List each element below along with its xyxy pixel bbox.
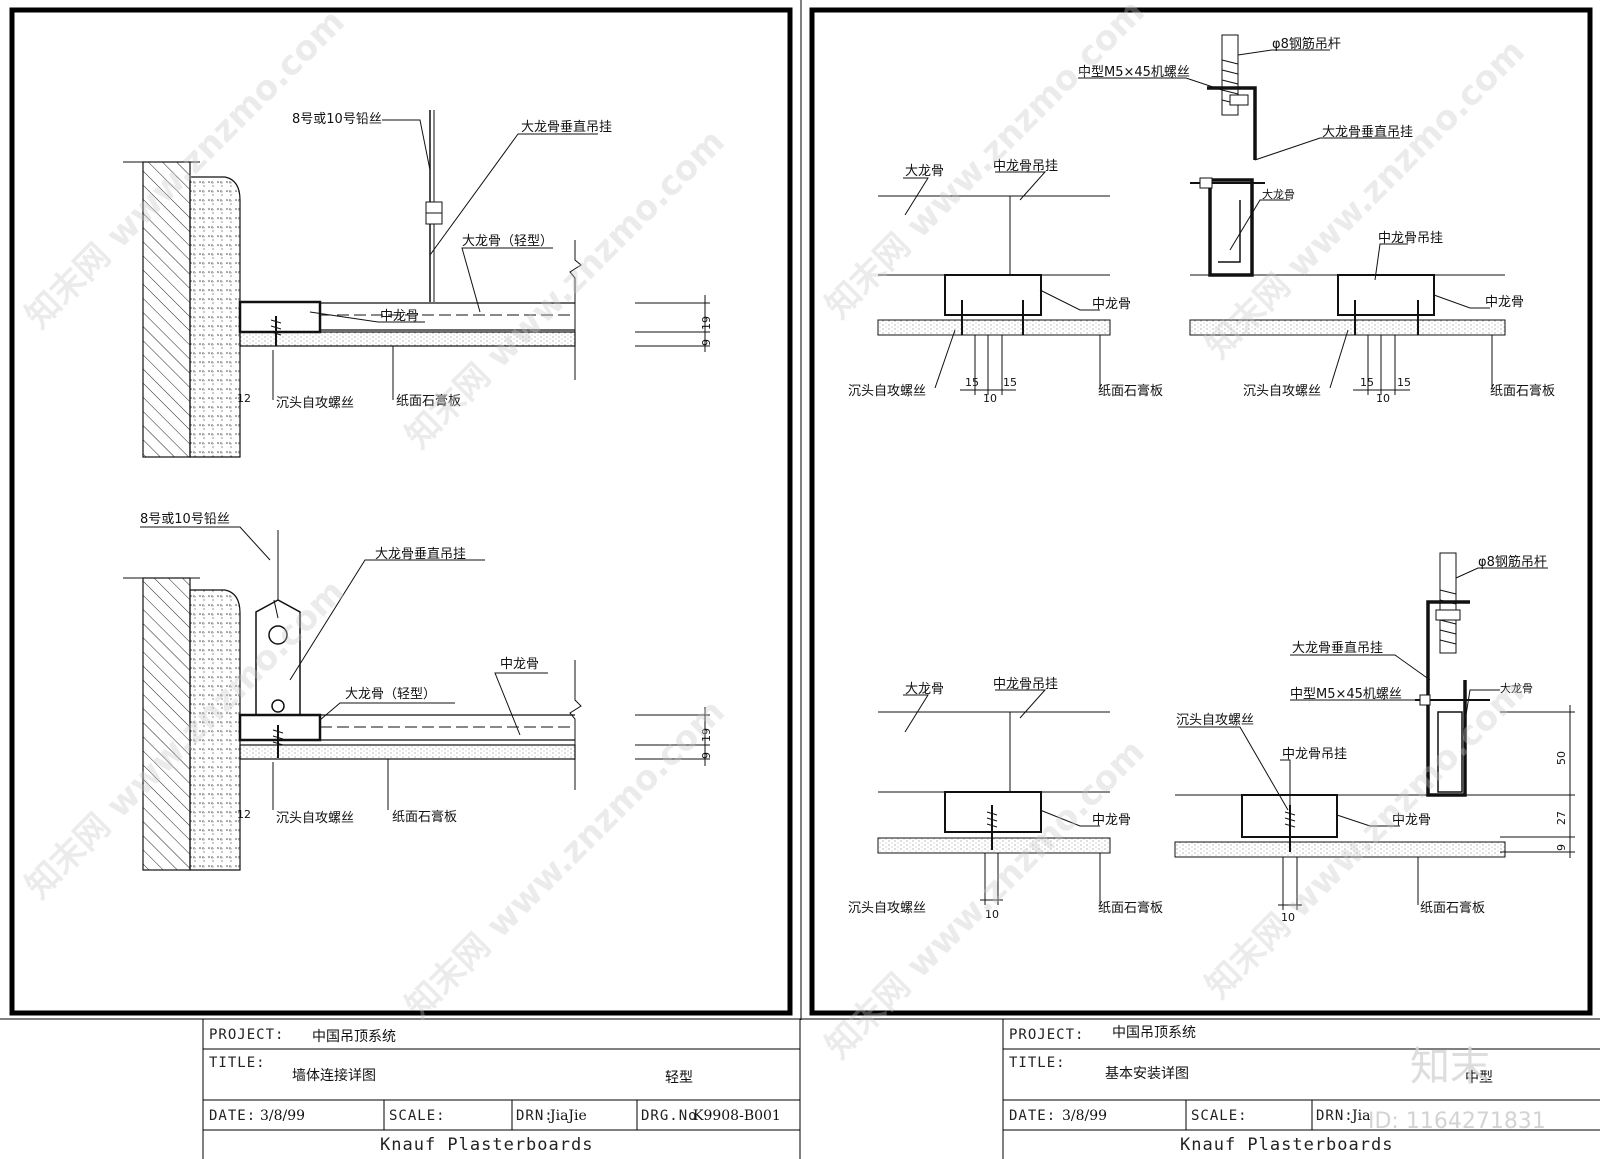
label-board: 纸面石膏板 (1490, 383, 1555, 399)
drn-key: DRN: (516, 1108, 554, 1124)
dim-10: 10 (985, 908, 999, 921)
label-board: 纸面石膏板 (1098, 900, 1163, 916)
title-value: 基本安装详图 (1105, 1065, 1189, 1082)
drn-value: Jia (1350, 1108, 1370, 1124)
dim-50: 50 (1555, 751, 1568, 765)
label-screw: 沉头自攻螺丝 (276, 396, 354, 411)
dim-27: 27 (1555, 811, 1568, 825)
date-value: 3/8/99 (1062, 1108, 1107, 1124)
dim-19: 19 (700, 728, 713, 742)
label-furring: 中龙骨 (1092, 813, 1131, 828)
label-board: 纸面石膏板 (396, 393, 461, 409)
label-main-channel: 大龙骨 (905, 682, 944, 697)
label-wire: 8号或10号铅丝 (292, 112, 382, 127)
label-main-channel: 大龙骨 (905, 164, 944, 179)
label-rod: φ8钢筋吊杆 (1272, 36, 1341, 52)
title-value: 墙体连接详图 (292, 1067, 376, 1084)
label-hanger: 大龙骨垂直吊挂 (521, 120, 612, 135)
project-value: 中国吊顶系统 (312, 1029, 396, 1045)
label-hanger: 大龙骨垂直吊挂 (375, 547, 466, 562)
project-key: PROJECT: (209, 1027, 284, 1043)
dim-15: 15 (1003, 376, 1017, 389)
drg-key: DRG.No (641, 1108, 698, 1124)
footer: Knauf Plasterboards (380, 1135, 593, 1155)
scale-key: SCALE: (389, 1108, 446, 1124)
label-board: 纸面石膏板 (1420, 900, 1485, 916)
dim-15: 15 (1360, 376, 1374, 389)
label-main-channel: 大龙骨（轻型） (345, 687, 436, 702)
detail-wall-connection-top: 19 9 12 8号或10号铅丝 大龙骨垂直吊挂 大龙骨（轻型） 中龙骨 沉头自… (123, 110, 713, 458)
title-block-left: PROJECT: 中国吊顶系统 TITLE: 墙体连接详图 轻型 DATE: 3… (202, 1019, 801, 1159)
label-furring: 中龙骨 (1092, 297, 1131, 312)
label-furring: 中龙骨 (1485, 295, 1524, 310)
label-screw: 沉头自攻螺丝 (276, 811, 354, 826)
detail-basic-install-top-a: 15 15 10 大龙骨 中龙骨吊挂 中龙骨 沉头自攻螺丝 纸面石膏板 (848, 159, 1163, 405)
date-key: DATE: (1009, 1108, 1056, 1124)
project-key: PROJECT: (1009, 1027, 1084, 1043)
watermark-brand: 知末 (1410, 1044, 1490, 1090)
label-hanger: 大龙骨垂直吊挂 (1292, 641, 1383, 656)
label-clip: 中龙骨吊挂 (993, 159, 1058, 174)
dim-19: 19 (700, 316, 713, 330)
dim-9: 9 (700, 339, 713, 346)
detail-basic-install-bottom-b: 10 50 27 9 φ8钢筋吊杆 大龙骨垂直吊挂 中型M5×45机螺丝 大龙骨… (1174, 552, 1575, 924)
label-clip: 中龙骨吊挂 (993, 677, 1058, 692)
right-frame (809, 7, 1593, 1016)
title-key: TITLE: (209, 1055, 266, 1071)
dim-15: 15 (1397, 376, 1411, 389)
watermark-text: 知末网 www.znzmo.com (398, 692, 733, 1027)
drn-key: DRN: (1316, 1108, 1354, 1124)
drg-value: K9908-B001 (693, 1108, 781, 1124)
title-sub: 中型 (1465, 1070, 1493, 1086)
label-main-channel: 大龙骨（轻型） (462, 234, 553, 249)
label-furring: 中龙骨 (1392, 813, 1431, 828)
label-clip: 中龙骨吊挂 (1378, 231, 1443, 246)
watermark-text: 知末网 www.znzmo.com (818, 0, 1153, 326)
watermark-text: 知末网 www.znzmo.com (398, 122, 733, 457)
title-block-right: PROJECT: 中国吊顶系统 TITLE: 基本安装详图 中型 DATE: 3… (1002, 1019, 1600, 1159)
dim-15: 15 (965, 376, 979, 389)
dim-12: 12 (237, 392, 251, 405)
label-board: 纸面石膏板 (392, 809, 457, 825)
left-frame (9, 7, 793, 1016)
label-furring: 中龙骨 (380, 309, 419, 324)
detail-basic-install-bottom-a: 10 大龙骨 中龙骨吊挂 中龙骨 沉头自攻螺丝 纸面石膏板 (848, 677, 1163, 921)
label-hanger: 大龙骨垂直吊挂 (1322, 125, 1413, 140)
label-screw: 沉头自攻螺丝 (848, 384, 926, 399)
detail-wall-connection-bottom: 19 9 12 8号或10号铅丝 大龙骨垂直吊挂 中龙骨 大龙骨（轻型） 沉头自… (123, 512, 713, 871)
label-channel-small: 大龙骨 (1262, 187, 1295, 201)
watermark-id: ID: 1164271831 (1368, 1109, 1546, 1134)
watermark-text: 知末网 www.znzmo.com (818, 732, 1153, 1067)
date-value: 3/8/99 (260, 1108, 305, 1124)
dim-9: 9 (1555, 844, 1568, 851)
dim-12: 12 (237, 808, 251, 821)
label-screw: 沉头自攻螺丝 (848, 901, 926, 916)
label-rod: φ8钢筋吊杆 (1478, 554, 1547, 570)
label-screw: 沉头自攻螺丝 (1176, 713, 1254, 728)
label-channel-small: 大龙骨 (1500, 681, 1533, 695)
label-bolt: 中型M5×45机螺丝 (1290, 687, 1402, 702)
label-bolt: 中型M5×45机螺丝 (1078, 65, 1190, 80)
title-key: TITLE: (1009, 1055, 1066, 1071)
dim-9: 9 (700, 752, 713, 759)
label-board: 纸面石膏板 (1098, 383, 1163, 399)
dim-10: 10 (1376, 392, 1390, 405)
label-clip: 中龙骨吊挂 (1282, 747, 1347, 762)
label-furring: 中龙骨 (500, 657, 539, 672)
label-wire: 8号或10号铅丝 (140, 512, 230, 527)
project-value: 中国吊顶系统 (1112, 1025, 1196, 1041)
title-sub: 轻型 (665, 1070, 693, 1086)
dim-10: 10 (983, 392, 997, 405)
label-screw: 沉头自攻螺丝 (1243, 384, 1321, 399)
dim-10: 10 (1281, 911, 1295, 924)
drn-value: JiaJie (548, 1108, 587, 1124)
footer: Knauf Plasterboards (1180, 1135, 1393, 1155)
watermark-layer: 知末网 www.znzmo.com 知末网 www.znzmo.com 知末网 … (18, 0, 1546, 1134)
scale-key: SCALE: (1191, 1108, 1248, 1124)
date-key: DATE: (209, 1108, 256, 1124)
detail-basic-install-top-b: 15 15 10 φ8钢筋吊杆 中型M5×45机螺丝 大龙骨垂直吊挂 大龙骨 中… (1078, 34, 1555, 405)
watermark-text: 知末网 www.znzmo.com (1198, 32, 1533, 367)
